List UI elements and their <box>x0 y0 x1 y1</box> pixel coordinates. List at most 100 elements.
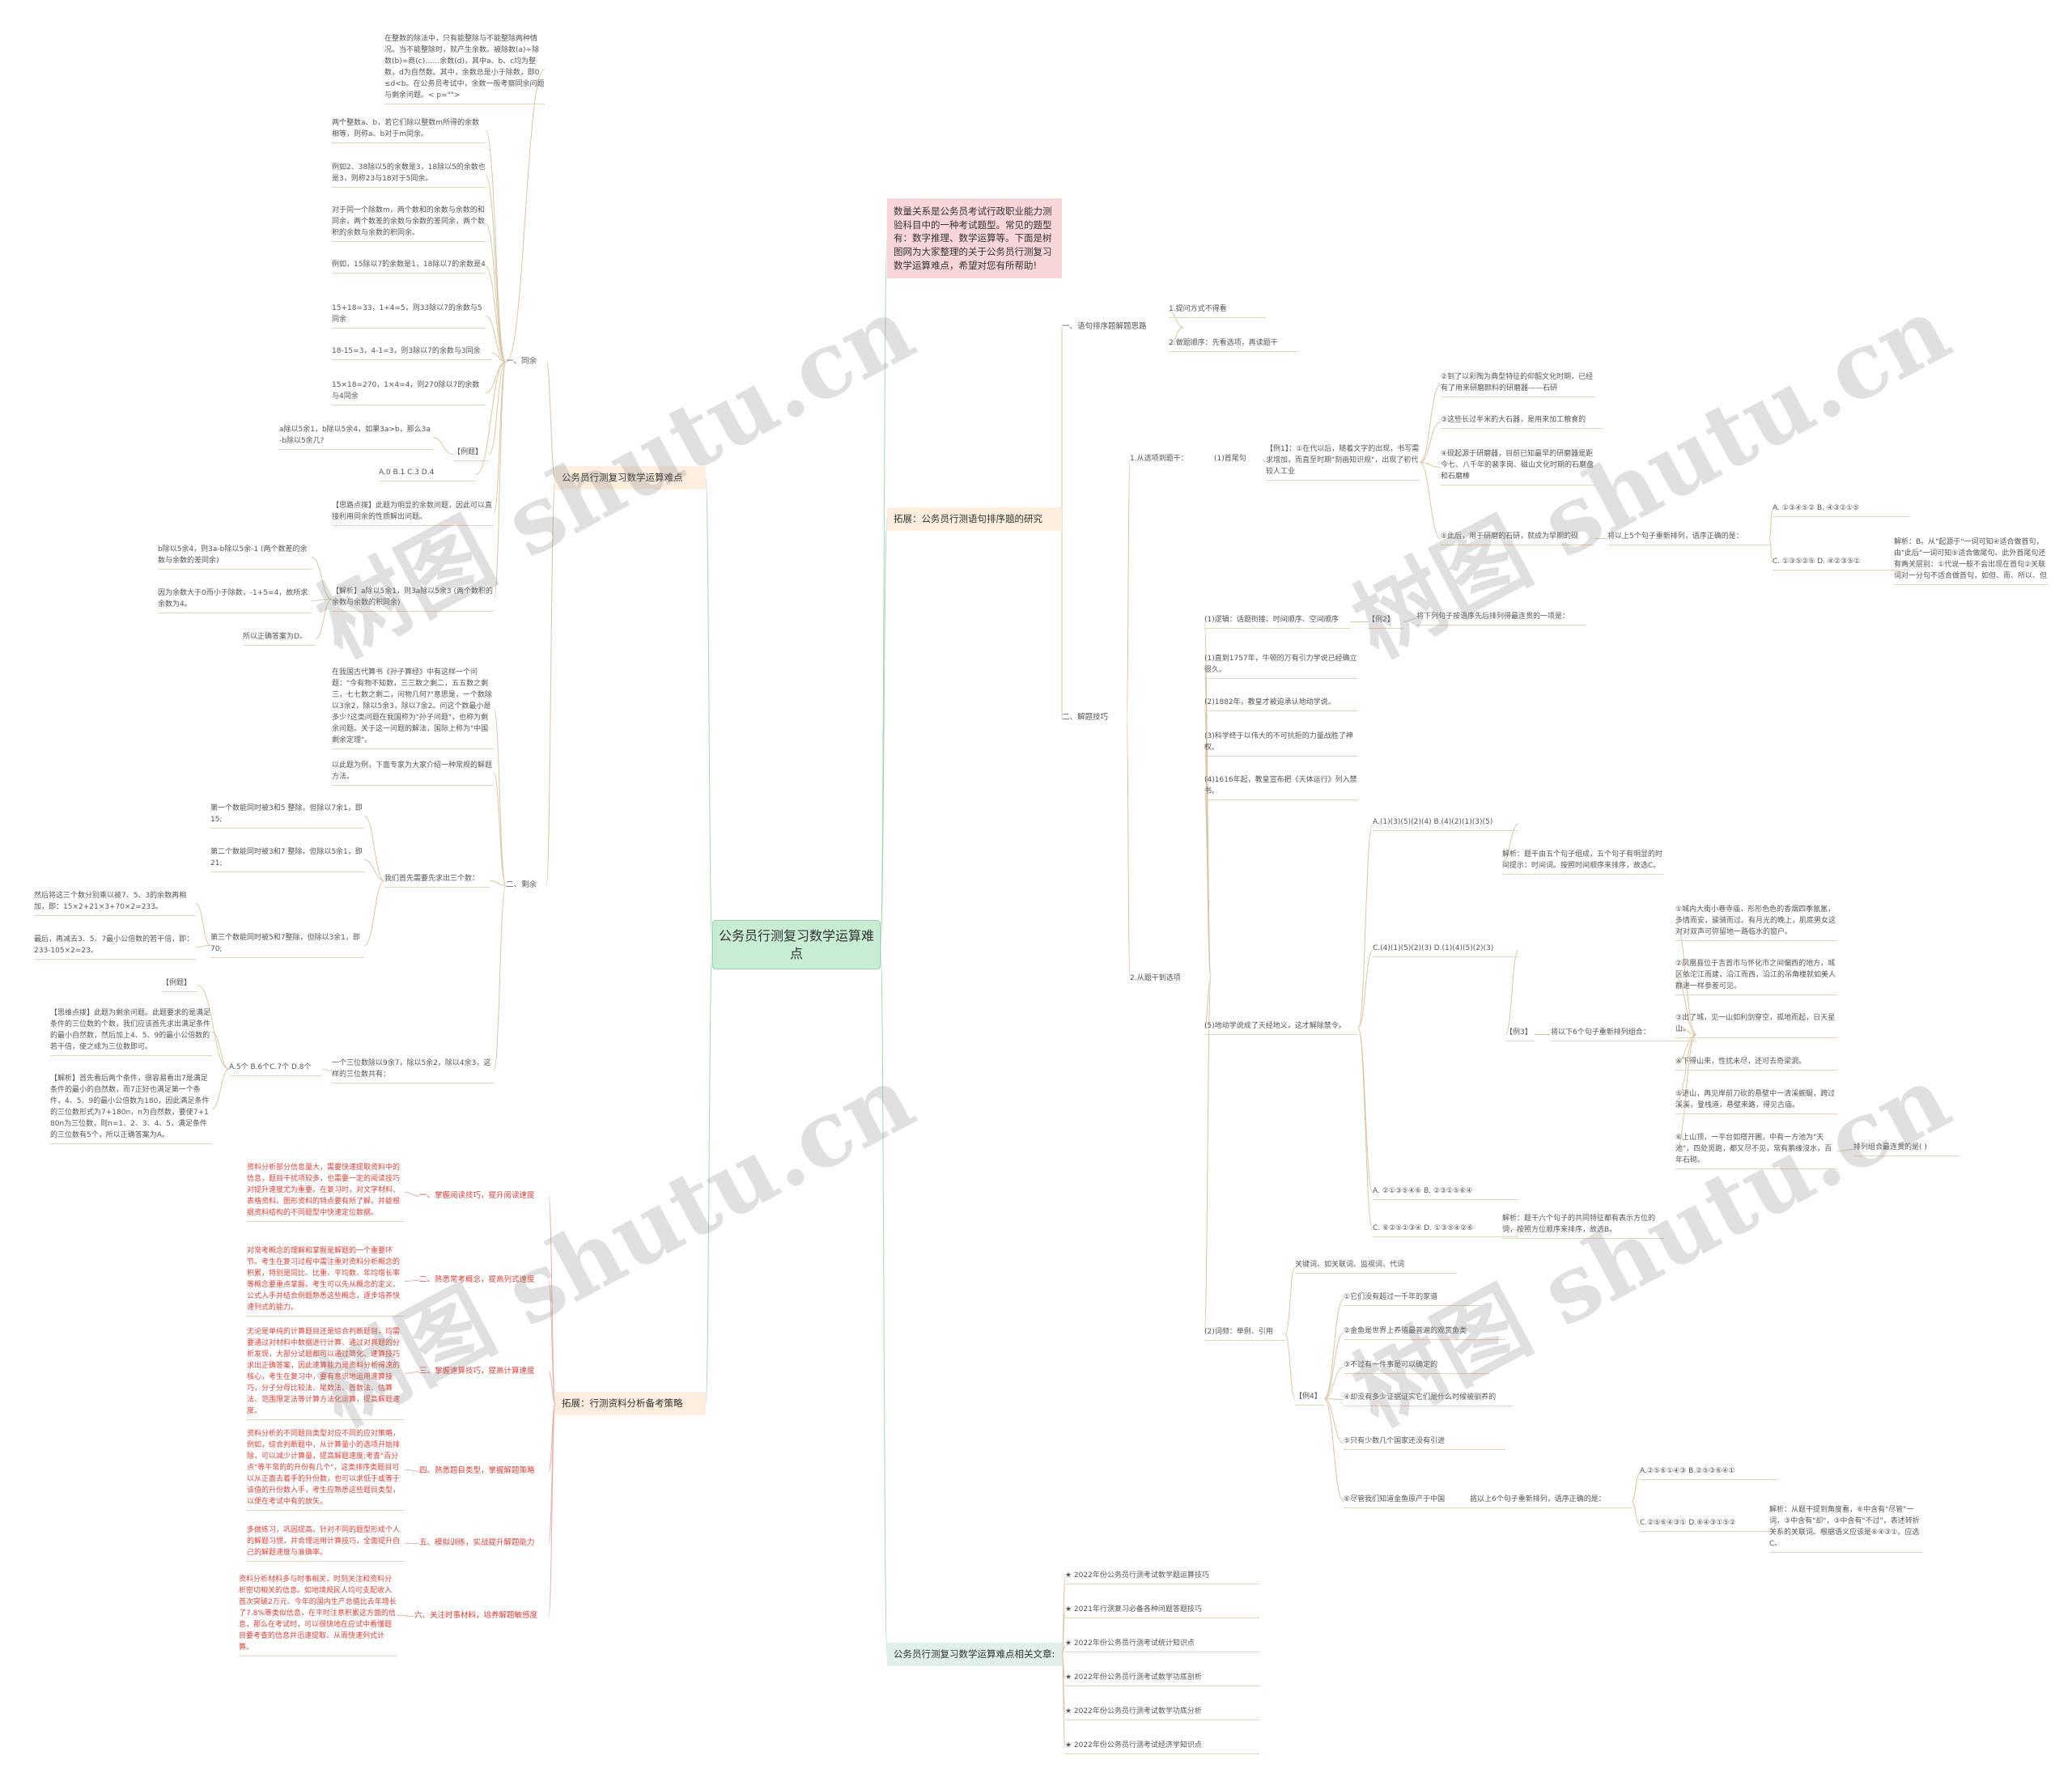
node-ex2-question: 将下列句子按语序先后排列得最连贯的一项是： <box>1416 612 1586 625</box>
node-method-intro: 以此题为例，下面专家为大家介绍一种常规的解题方法。 <box>332 761 494 786</box>
node-answer-step2: 因为余数大于0而小于除数，-1+5=4，故所求余数为4。 <box>158 588 312 613</box>
node-ex3-prompt: 排列组合最连贯的是( ) <box>1853 1143 1959 1156</box>
branch-sentence-ordering[interactable]: 拓展：公务员行测语句排序题的研究 <box>887 507 1062 531</box>
related-link-3[interactable]: ★ 2022年份公务员行测考试统计知识点 <box>1065 1639 1259 1652</box>
node-ex1-options-cd: C. ①③⑤②⑤ D. ④②③⑤① <box>1773 557 1910 570</box>
zl-text-2: 对常考概念的理解和掌握是解题的一个重要环节。考生在复习过程中需注重对资料分析概念… <box>247 1246 405 1317</box>
node-first-step: 我们首先需要先求出三个数： <box>384 874 490 888</box>
node-ex3-s6: ⑥上山顶，一平台如搭开圃，中有一方池为"天池"，四处觅跑，都又尽不见，常有鹏缘沒… <box>1675 1133 1837 1169</box>
node-stem-to-options[interactable]: 2.从题干到选项 <box>1130 974 1181 982</box>
zl-title-4[interactable]: 四、熟悉题目类型，掌握解题策略 <box>419 1466 535 1475</box>
node-question2: 一个三位数除以9余7，除以5余2，除以4余3，这样的三位数共有： <box>332 1058 494 1083</box>
zl-title-1[interactable]: 一、掌握阅读技巧，提升阅读速度 <box>419 1191 535 1200</box>
related-link-6[interactable]: ★ 2022年份公务员行测考试经济学知识点 <box>1065 1741 1259 1754</box>
node-question1: a除以5余1，b除以5余4，如果3a>b，那么3a-b除以5余几? <box>279 425 433 450</box>
node-ex1-s3: ③这些长过半米的大石器，是用来加工粮食的 <box>1441 415 1603 429</box>
node-analysis1: 【解析】a除以5余1，则3a除以5余3 (两个数积的余数与余数的积同余) <box>332 587 494 612</box>
zl-title-6[interactable]: 六、关注时事材料，培养解题敏感度 <box>414 1611 538 1620</box>
node-ex3-s4: ④下得山来，性扰未尽，还可去奇梁洞。 <box>1675 1057 1837 1071</box>
related-link-1[interactable]: ★ 2022年份公务员行测考试数学题运算技巧 <box>1065 1571 1259 1584</box>
node-ex1-s5: ⑤此后，用于研磨的石研，就成为早期的砚 <box>1441 532 1594 545</box>
root-node[interactable]: 公务员行测复习数学运算难点 <box>712 920 881 970</box>
node-sort-approach-2: 2.做题顺序：先看选项，再读题干 <box>1169 338 1298 352</box>
node-ex3-label: 【例3】 <box>1505 1028 1535 1041</box>
branch-data-analysis[interactable]: 拓展：行测资料分析备考策略 <box>555 1392 706 1415</box>
node-sunzi-problem: 在我国古代算书《孙子算经》中有这样一个问题："今有物不知数，三三数之剩二，五五数… <box>332 668 494 749</box>
node-ex4-options-ab: A.②⑤⑥①④③ B.②⑤③⑥④① <box>1640 1466 1777 1480</box>
zl-text-5: 多做练习，巩固提高。针对不同的题型形成个人的解题习惯，并合理运用计算技巧，全面提… <box>247 1525 405 1562</box>
node-ex2-s3: (3)科学终于以伟大的不可抗拒的力量战胜了神权。 <box>1204 731 1358 757</box>
node-ex4-s1: ①它们没有超过一千年的家谱 <box>1344 1292 1481 1306</box>
node-options2: A.5个 B.6个C.7个 D.8个 <box>229 1062 322 1076</box>
node-ex2-s5: (5)地动学说成了天经地义，这才解除禁令。 <box>1204 1021 1358 1035</box>
node-ex3-options-ab: A. ②①③⑤④⑥ B. ②③①⑤⑥④ <box>1373 1186 1518 1200</box>
node-ex4-question: 将以上6个句子重新排列，语序正确的是： <box>1470 1495 1632 1508</box>
node-analysis2: 【解析】首先看后两个条件，很容易看出7是满足条件的最小的自然数，而7正好也满足第… <box>50 1074 212 1144</box>
node-ex2-options-ab: A.(1)(3)(5)(2)(4) B.(4)(2)(1)(3)(5) <box>1373 817 1518 831</box>
related-link-4[interactable]: ★ 2022年份公务员行测考试数学功底剖析 <box>1065 1673 1259 1686</box>
node-options-to-stem[interactable]: 1.从选项到题干： <box>1130 455 1188 463</box>
node-shengyu[interactable]: 二、剩余 <box>506 880 537 889</box>
node-tongyu[interactable]: 一、同余 <box>506 357 537 366</box>
node-ex4-s3: ③不过有一件事是可以确定的 <box>1344 1360 1489 1374</box>
node-ex1-s4: ④砚起源于研磨器，目前已知最早的研磨器是距今七、八千年的裴李岗、磁山文化时期的石… <box>1441 449 1594 486</box>
node-keypoint1: 【思路点拨】此题为明显的余数问题，因此可以直接利用同余的性质解出问题。 <box>332 501 494 526</box>
node-definition: 在整数的除法中，只有能整除与不能整除两种情况。当不能整除时，就产生余数。被除数(… <box>384 34 545 104</box>
zl-title-2[interactable]: 二、熟悉常考概念，提高列式速度 <box>419 1275 535 1284</box>
node-step-15: 第一个数能同时被3和5 整除，但除以7余1，即15; <box>210 804 364 829</box>
related-link-2[interactable]: ★ 2021年行测复习必备各种问题答题技巧 <box>1065 1605 1259 1618</box>
node-word-freq: (2)词频：举例、引用 <box>1204 1327 1285 1341</box>
node-ex4-analysis: 解析：从题干提到角度看，⑥中含有"尽管"一词，③中含有"却"，③中含有"不过"，… <box>1769 1505 1923 1553</box>
node-ex1-options-ab: A. ①③④⑤② B. ④③②①⑤ <box>1773 503 1910 517</box>
node-ex2-label: 【例2】 <box>1368 615 1403 629</box>
node-ex2-s1: (1)直到1757年，牛顿的万有引力学说已经确立很久。 <box>1204 654 1358 679</box>
node-ex3-options-cd: C. ⑥②⑤①③④ D. ①③⑤④②⑥ <box>1373 1223 1518 1237</box>
node-step-sum: 然后将这三个数分别乘以被7、5、3的余数再相加，即：15×2+21×3+70×2… <box>34 891 196 916</box>
node-tongyu-example2: 例如，15除以7的余数是1，18除以7的余数是4 <box>332 260 486 274</box>
node-answer-final: 所以正确答案为D。 <box>243 632 316 646</box>
node-ex3-question: 将以下6个句子重新排列组合： <box>1551 1028 1696 1041</box>
node-ex1-question: 将以上5个句子重新排列，语序正确的是： <box>1607 532 1769 545</box>
node-keypoint2: 【思维点拨】此题为剩余问题。此题要求的是满足条件的三位数的个数，我们应该首先求出… <box>50 1008 212 1056</box>
node-logic: (1)逻辑：话题衔接、时间顺序、空间顺序 <box>1204 615 1350 629</box>
node-step-70: 第三个数能同时被5和7整除，但除以3余1，即70; <box>210 933 364 958</box>
node-tongyu-definition: 两个整数a、b，若它们除以整数m所得的余数相等，则称a、b对于m同余。 <box>332 118 486 143</box>
node-ex3-s1: ①城内大街小巷寺庙，形形色色的香烟四季氤氲，多情而安，骏骑而过。有月光的晚上，肌… <box>1675 905 1837 941</box>
zl-text-6: 资料分析材料多与时事相关，时刻关注和资料分析密切相关的信息。如地境规民人均可支配… <box>239 1575 397 1656</box>
node-tongyu-example1: 例如2、38除以5的余数是3，18除以5的余数也是3，则称23与18对于5同余。 <box>332 163 486 188</box>
node-step-lcm: 最后，再减去3、5、7最小公倍数的若干倍，即：233-105×2=23。 <box>34 935 196 960</box>
node-ex4-options-cd: C.②⑤⑥④③① D.⑥④③①⑤② <box>1640 1518 1777 1532</box>
node-ex4-s2: ②金鱼是世界上养殖最普遍的观赏鱼类 <box>1344 1326 1505 1340</box>
node-sort-techniques[interactable]: 二、解题技巧 <box>1062 713 1109 722</box>
intro-node[interactable]: 数量关系是公务员考试行政职业能力测验科目中的一种考试题型。常见的题型有：数字推理… <box>887 198 1062 279</box>
node-ex1-analysis: 解析：B。从"起源于"一词可知④适合做首句，由"此后"一词可知⑤适合做尾句。此外… <box>1894 537 2048 585</box>
zl-title-5[interactable]: 五、模拟训练，实战提升解题能力 <box>419 1538 535 1547</box>
node-example-label2: 【例题】 <box>162 978 197 992</box>
related-link-5[interactable]: ★ 2022年份公务员行测考试数学功底分析 <box>1065 1707 1259 1720</box>
node-ex3-s3: ③出了城，见一山如利剑穿空，孤地而起，日天星山。 <box>1675 1013 1837 1038</box>
node-sort-approach-1: 1.提问方式不得看 <box>1169 304 1266 318</box>
node-ex2-s4: (4)1616年起，教皇宣布把《天体运行》列入禁书。 <box>1204 775 1358 800</box>
node-first-last[interactable]: (1)首尾句 <box>1214 455 1246 463</box>
node-ex2-analysis: 解析：题干由五个句子组成，五个句子有明显的时间提示：时间词。按照时间顺序来排序，… <box>1502 850 1664 875</box>
node-ex3-analysis: 解析：题干六个句子的共同特征都有表示方位的词，按照方位顺序来排序，故选B。 <box>1502 1214 1664 1239</box>
node-ex3-s5: ⑤进山，再见岸前刀砍的悬壁中一清溪蜿蜒，跨过溪溪，登栈道，悬壁来路，得见古庙。 <box>1675 1089 1837 1114</box>
node-tongyu-product: 15×18=270，1×4=4，则270除以7的余数与4同余 <box>332 380 486 405</box>
node-ex4-s4: ④却没有多少证据证实它们是什么时候被驯养的 <box>1344 1393 1514 1406</box>
node-sort-approach[interactable]: 一、语句排序题解题思路 <box>1062 322 1147 331</box>
node-tongyu-sum: 15+18=33，1+4=5，则33除以7的余数与5同余 <box>332 303 486 329</box>
branch-related-articles[interactable]: 公务员行测复习数学运算难点相关文章: <box>887 1643 1062 1666</box>
node-ex1-s2: ②到了以彩陶为典型特征的仰韶文化时期，已经有了用来研磨颜料的研磨器——石研 <box>1441 372 1594 397</box>
branch-math-difficulty[interactable]: 公务员行测复习数学运算难点 <box>555 466 706 490</box>
node-step-21: 第二个数能同时被3和7 整除，但除以5余1，即21; <box>210 847 364 872</box>
node-tongyu-property: 对于同一个除数m，两个数和的余数与余数的和同余，两个数差的余数与余数的差同余，两… <box>332 206 486 242</box>
zl-text-4: 资料分析的不同题目类型对应不同的应对策略，例如，综合判断题中，从计算量小的选项开… <box>247 1429 405 1511</box>
node-answer-step1: b除以5余4，则3a-b除以5余-1 (两个数差的余数与余数的差同余) <box>158 545 312 570</box>
node-ex3-s2: ②凤凰县位于吉首市与怀化市之间偏西的地方，城区依沱江而建，沿江而西，沿江的吊角楼… <box>1675 959 1837 995</box>
zl-title-3[interactable]: 三、掌握速算技巧，提高计算速度 <box>419 1367 535 1376</box>
node-tongyu-diff: 18-15=3，4-1=3，则3除以7的余数与3同余 <box>332 346 492 360</box>
node-keywords: 关键词、如关联词、监视词、代词 <box>1295 1260 1457 1274</box>
node-ex2-s2: (2)1882年，教皇才被迫承认地动学说。 <box>1204 698 1358 711</box>
